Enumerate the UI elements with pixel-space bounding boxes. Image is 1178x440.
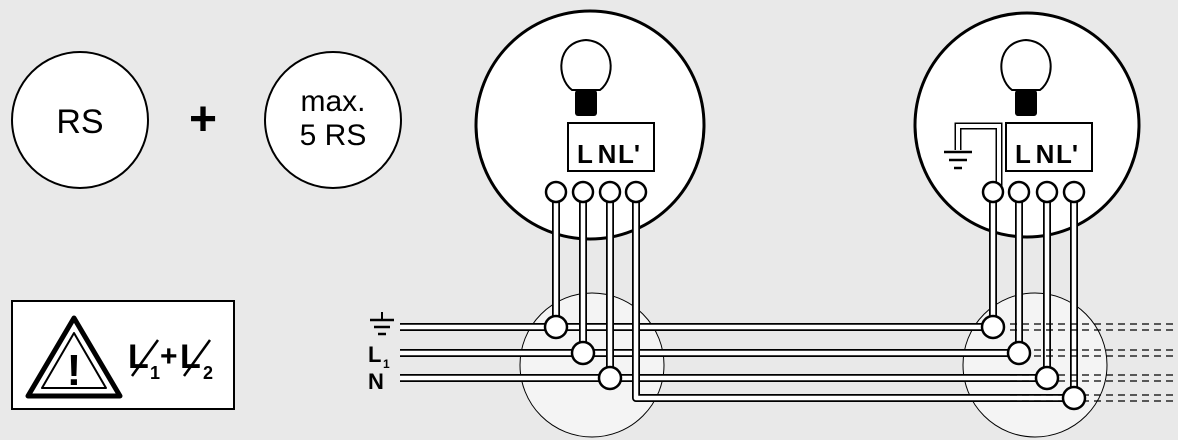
wire-layer [400, 192, 1078, 402]
left-terminal-node-0 [544, 180, 568, 204]
max-rs-circle [264, 51, 402, 189]
strike-l1 [130, 339, 160, 377]
left-terminal-node-2 [598, 180, 622, 204]
rs-circle [11, 51, 149, 189]
l1-sub: 1 [150, 363, 160, 383]
l1-plus-l2-label: L 1 + L 2 [128, 338, 213, 383]
l1-letter: L [128, 338, 149, 376]
right-junction-node-2 [1034, 365, 1060, 391]
fixture-right-terminal-0: L [1015, 139, 1031, 169]
l-plus: + [160, 340, 178, 373]
legend: RS + max. 5 RS [11, 51, 402, 189]
right-terminal-node-2 [1035, 180, 1059, 204]
node-layer [543, 180, 1087, 411]
strike-l2 [182, 339, 212, 377]
fixture-right-terminal-1: N [1036, 139, 1055, 169]
conductor-labels: L 1 N [368, 312, 394, 394]
fixture-left-terminal-2: L' [618, 139, 640, 169]
junction-box-right [962, 292, 1108, 438]
lamp-right-icon [1000, 38, 1052, 116]
n-conductor-label: N [368, 369, 384, 394]
right-junction-node-1 [1006, 340, 1032, 366]
plus-sign: + [189, 93, 217, 146]
warning-box: ! L 1 + L 2 [11, 300, 235, 410]
right-terminal-node-3 [1062, 180, 1086, 204]
fixture-earth-icon [944, 122, 1003, 190]
l2-sub: 2 [203, 363, 213, 383]
lamp-left-icon [560, 38, 612, 116]
fixture-left-terminal-1: N [598, 139, 617, 169]
l1-conductor-sub: 1 [383, 357, 390, 371]
fixture-left-terminal-0: L [577, 139, 593, 169]
fixture-right-terminal-2: L' [1056, 139, 1078, 169]
right-terminal-node-0 [981, 180, 1005, 204]
left-terminal-node-3 [624, 180, 648, 204]
rs-label: RS [56, 103, 103, 141]
left-junction-node-0 [543, 314, 569, 340]
l2-letter: L [180, 338, 201, 376]
left-junction-node-2 [597, 365, 623, 391]
right-junction-node-0 [980, 314, 1006, 340]
left-switched-return [633, 192, 1074, 401]
max-line-2: 5 RS [300, 119, 367, 152]
terminal-block-right [1005, 122, 1093, 172]
right-terminal-node-1 [1007, 180, 1031, 204]
terminal-block-left [567, 122, 655, 172]
warning-exclamation: ! [67, 346, 82, 395]
earth-conductor-icon [370, 312, 394, 336]
left-terminal-node-1 [571, 180, 595, 204]
junction-box-left [519, 292, 665, 438]
l1-conductor-letter: L [368, 342, 381, 367]
left-junction-node-1 [570, 340, 596, 366]
warning-triangle-icon [25, 315, 123, 399]
max-line-1: max. [300, 85, 365, 118]
right-junction-node-3 [1061, 385, 1087, 411]
